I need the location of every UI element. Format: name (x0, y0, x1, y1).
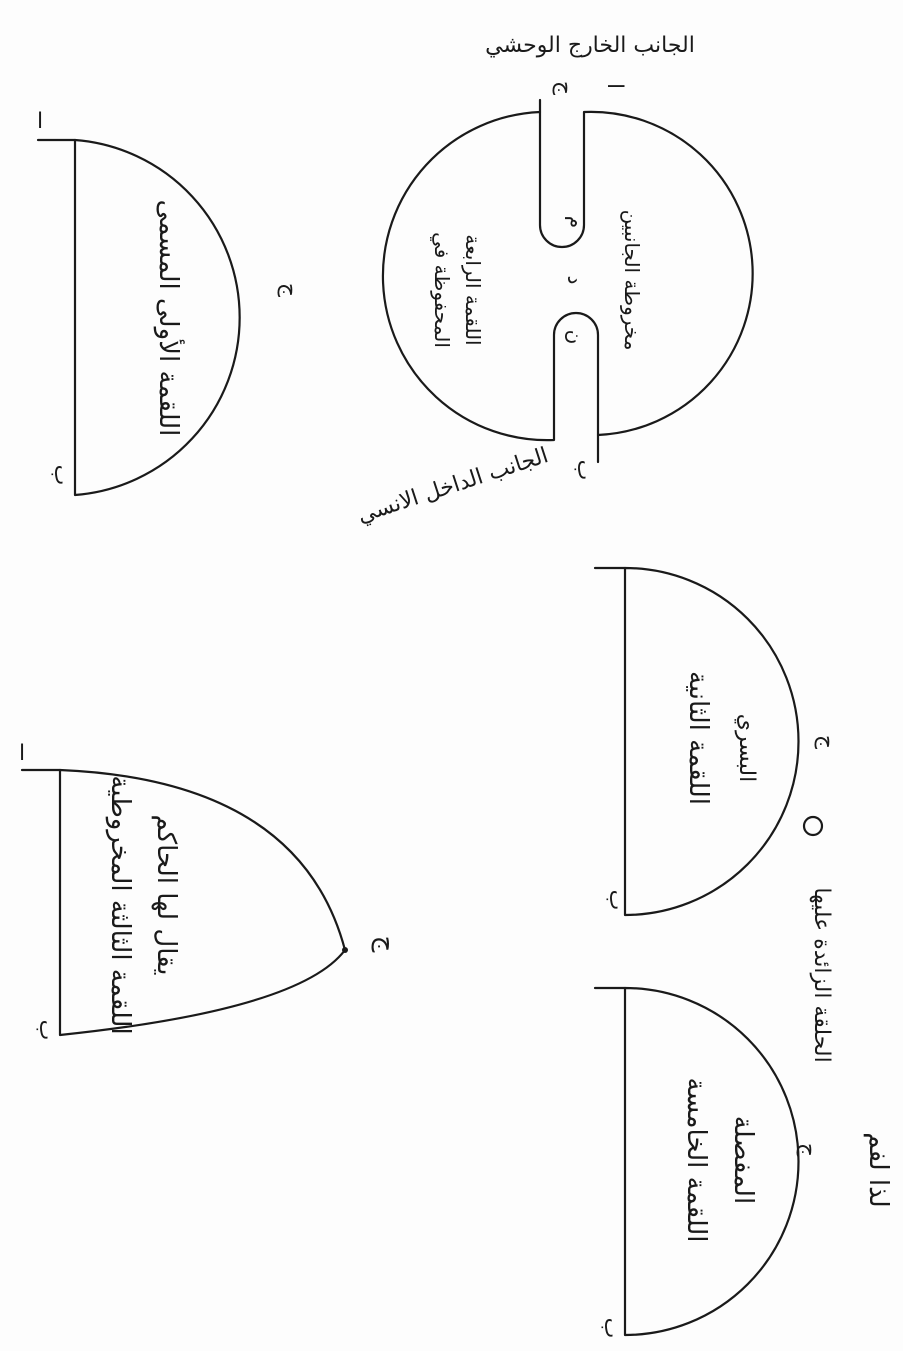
fourth-piece-letter-n: ن (563, 330, 587, 345)
third-piece-label-line2: يقال لها الحاكم (151, 814, 181, 975)
bottom-note: لذا لفم (863, 1132, 893, 1207)
third-piece-pointed-arch (20, 768, 348, 1037)
second-piece-letter-b: ب (604, 890, 629, 911)
first-piece-letter-b: ب (49, 465, 74, 486)
third-piece-letter-b: ب (34, 1020, 59, 1041)
second-piece-label-line1: اللقمة الثانية (683, 671, 713, 805)
extra-ring-circle (802, 815, 824, 837)
fourth-piece-label-line3: مخروطة الجانبين (620, 210, 644, 351)
second-piece-outline (623, 566, 800, 917)
fifth-piece-label-line2: المفصلة (728, 1116, 758, 1204)
fourth-piece-notched-circle (381, 98, 754, 464)
extra-ring-label: الحلقة الزائدة عليها (809, 887, 834, 1062)
fourth-piece-letter-b: ب (572, 460, 597, 481)
fourth-piece-letter-a: ا (602, 83, 627, 89)
fourth-piece-outline (381, 110, 754, 442)
third-piece-label-line1: اللقمة الثالثة المخروطية (105, 775, 135, 1034)
first-piece-label: اللقمة الأولى المسمى (153, 200, 186, 437)
second-piece-semicircle (593, 566, 800, 917)
first-piece-letter-a: ا (37, 109, 43, 134)
third-piece-outline (58, 768, 347, 1037)
fourth-piece-label-line2: اللقمة الرابعة (461, 234, 485, 345)
first-piece-outline (73, 138, 241, 497)
second-piece-letter-j: ج (814, 735, 839, 750)
fourth-piece-letter-m: م (565, 216, 589, 228)
fourth-piece-letter-d: د (563, 276, 587, 285)
fifth-piece-semicircle (593, 986, 800, 1337)
third-piece-letter-a: ا (19, 741, 25, 766)
first-piece-semicircle (36, 138, 241, 497)
fourth-piece-label-line1: المحفوظة في (429, 232, 454, 348)
third-piece-apex-dot (342, 947, 348, 953)
fourth-piece-letter-j: ج (552, 81, 577, 96)
third-piece-letter-j: ج (371, 936, 401, 953)
second-piece-letter-line2: البسري (734, 714, 759, 782)
fifth-piece-letter-j: ج (796, 1143, 821, 1158)
fifth-piece-label-line1: اللقمة الخامسة (681, 1077, 711, 1242)
outer-side-label: الجانب الخارج الوحشي (485, 33, 695, 58)
first-piece-letter-j: ج (277, 283, 302, 298)
inner-side-label: الجانب الداخل الانسي (355, 443, 552, 528)
fifth-piece-letter-b: ب (599, 1318, 624, 1339)
fifth-piece-outline (623, 986, 800, 1337)
